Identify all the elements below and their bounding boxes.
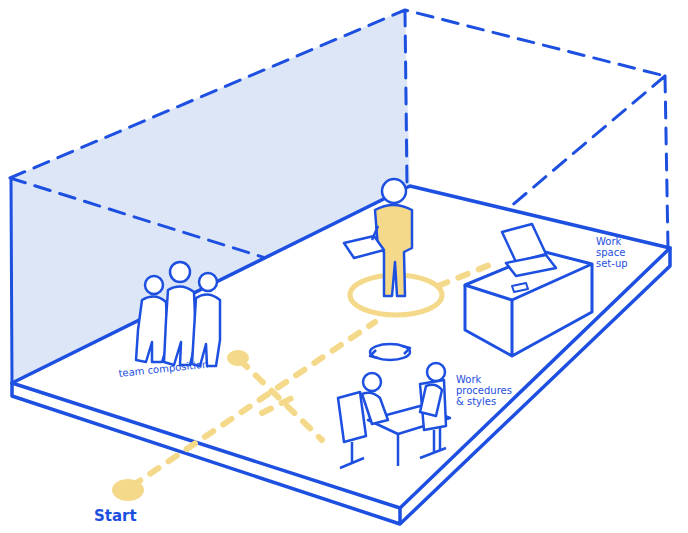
chair xyxy=(338,392,366,442)
path-blob xyxy=(227,350,249,366)
person-head xyxy=(170,262,190,282)
desk-top xyxy=(465,252,592,300)
floor xyxy=(12,186,670,508)
floor-slab xyxy=(12,248,670,524)
tablet xyxy=(344,236,384,258)
person-head xyxy=(427,363,445,381)
cycle-arrows xyxy=(370,346,410,358)
speech-cycle xyxy=(370,344,410,360)
chair xyxy=(420,380,446,430)
standing-person xyxy=(344,179,412,296)
path-branch xyxy=(262,398,292,413)
meeting xyxy=(338,344,450,468)
path-branch xyxy=(240,360,322,440)
wall-edge xyxy=(11,180,12,383)
person-body xyxy=(362,393,388,424)
mouse xyxy=(512,283,528,292)
start-label: Start xyxy=(94,508,174,525)
person xyxy=(164,286,196,365)
arm xyxy=(372,226,378,240)
chair-leg xyxy=(420,430,446,458)
laptop-base xyxy=(506,255,556,276)
person-body xyxy=(420,385,442,416)
person-head xyxy=(145,276,163,294)
desk-sides xyxy=(465,264,592,356)
start-blob xyxy=(112,479,144,501)
person-head xyxy=(199,273,217,291)
person xyxy=(192,294,220,366)
area-label: Work procedures & styles xyxy=(456,374,522,407)
chair-leg xyxy=(340,442,364,468)
person-head xyxy=(382,179,406,203)
desk xyxy=(465,224,592,356)
team-figures xyxy=(136,262,220,366)
person-head xyxy=(363,373,381,391)
path-dots xyxy=(132,264,492,486)
area-label: Work space set-up xyxy=(596,236,644,269)
person xyxy=(136,296,168,362)
